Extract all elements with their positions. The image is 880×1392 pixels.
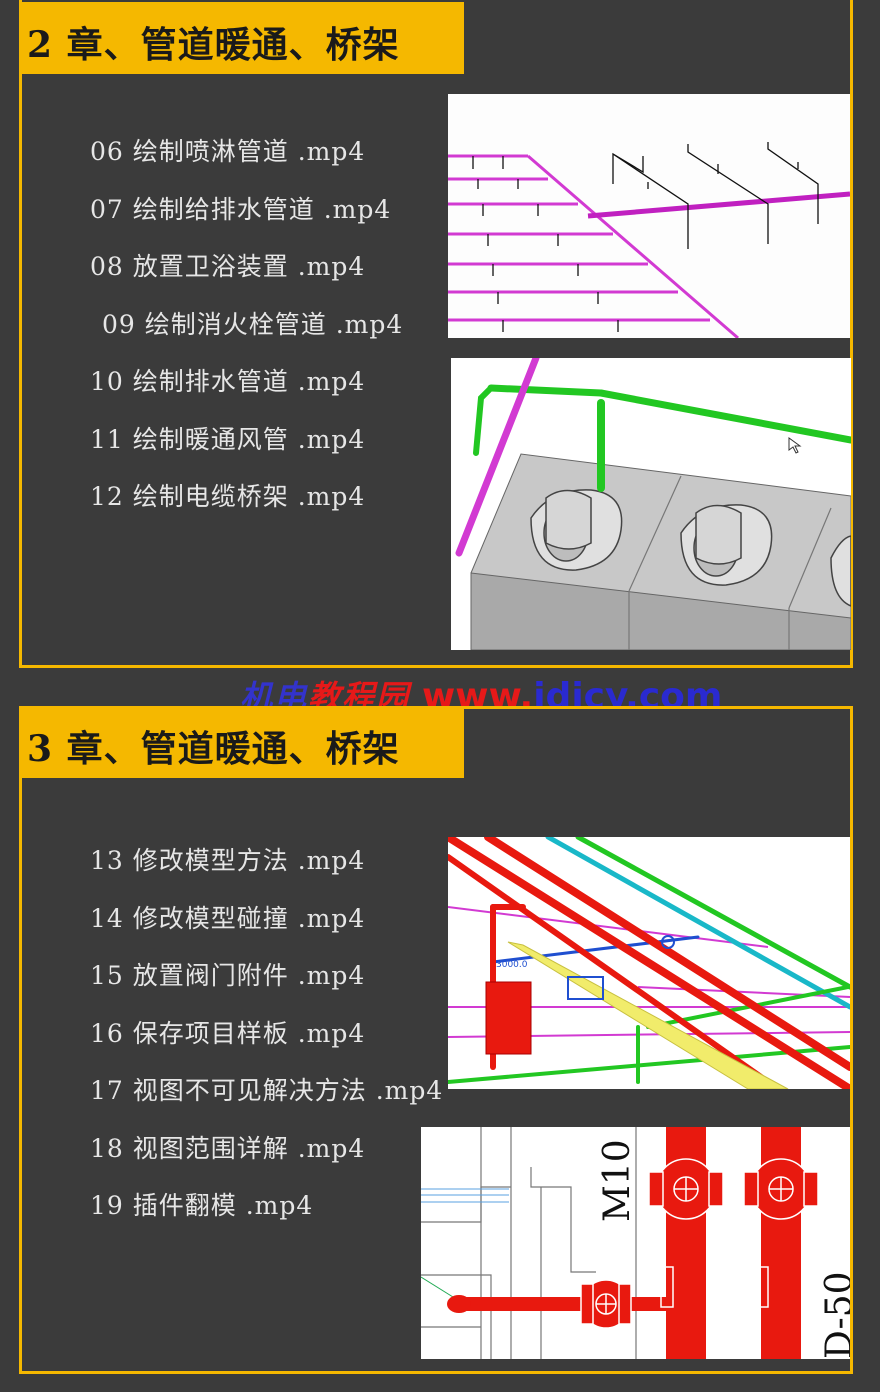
lesson-item[interactable]: 18 视图范围详解 .mp4	[90, 1133, 366, 1163]
lesson-list: 06 绘制喷淋管道 .mp4 07 绘制给排水管道 .mp4 08 放置卫浴装置…	[90, 132, 403, 535]
lesson-item[interactable]: 15 放置阀门附件 .mp4	[90, 961, 366, 990]
lesson-item[interactable]: 11 绘制暖通风管 .mp4	[90, 424, 366, 454]
chapter-section-3: 3 章、管道暖通、桥架 13 修改模型方法 .mp4 14 修改模型碰撞 .mp…	[19, 706, 853, 1374]
chapter-banner: 2 章、管道暖通、桥架	[19, 2, 464, 74]
lesson-item[interactable]: 12 绘制电缆桥架 .mp4	[90, 482, 366, 511]
lesson-item[interactable]: 17 视图不可见解决方法 .mp4	[90, 1076, 444, 1105]
chapter-title: 2 章、管道暖通、桥架	[27, 24, 400, 66]
dimension-label: 3000.0	[496, 960, 528, 970]
toilet-fixture-thumbnail	[451, 358, 851, 650]
chapter-section-2: 2 章、管道暖通、桥架 06 绘制喷淋管道 .mp4 07 绘制给排水管道 .m…	[19, 0, 853, 668]
lesson-item[interactable]: 06 绘制喷淋管道 .mp4	[90, 137, 366, 166]
lesson-item[interactable]: 16 保存项目样板 .mp4	[90, 1018, 366, 1048]
pipe-clash-thumbnail: 3000.0	[448, 837, 850, 1089]
chapter-banner: 3 章、管道暖通、桥架	[19, 706, 464, 778]
lesson-item[interactable]: 19 插件翻模 .mp4	[90, 1191, 314, 1220]
lesson-item[interactable]: 13 修改模型方法 .mp4	[90, 846, 366, 875]
sprinkler-pipe-thumbnail	[448, 94, 850, 338]
lesson-item[interactable]: 09 绘制消火栓管道 .mp4	[102, 309, 404, 339]
plan-label: D-50	[819, 1271, 850, 1359]
lesson-item[interactable]: 14 修改模型碰撞 .mp4	[90, 903, 366, 933]
hydrant-plan-thumbnail: M10 D-50	[421, 1127, 850, 1359]
chapter-title: 3 章、管道暖通、桥架	[27, 728, 400, 770]
lesson-item[interactable]: 07 绘制给排水管道 .mp4	[90, 194, 392, 224]
lesson-list: 13 修改模型方法 .mp4 14 修改模型碰撞 .mp4 15 放置阀门附件 …	[90, 841, 443, 1244]
lesson-item[interactable]: 10 绘制排水管道 .mp4	[90, 367, 366, 396]
lesson-item[interactable]: 08 放置卫浴装置 .mp4	[90, 252, 366, 281]
plan-label: M10	[597, 1139, 638, 1222]
